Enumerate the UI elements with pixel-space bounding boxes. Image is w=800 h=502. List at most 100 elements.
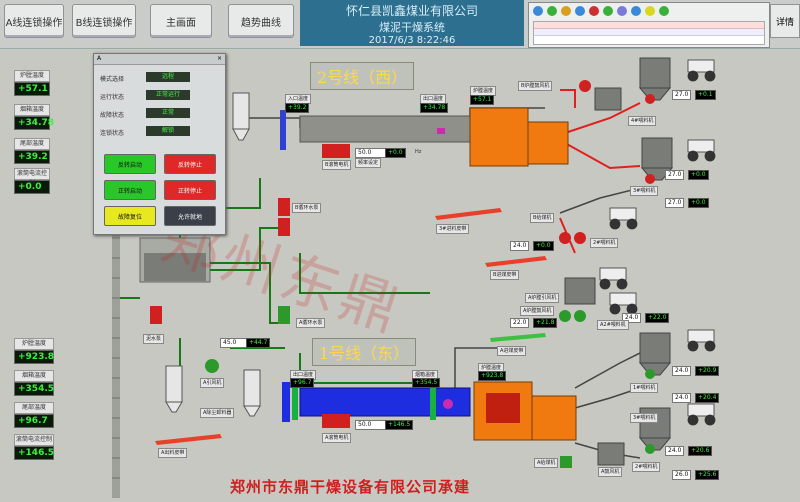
feeder-2-setpoint[interactable]: 27.0 — [665, 170, 685, 180]
feeder-5-value: +21.8 — [533, 318, 558, 328]
panel-value: +0.0 — [14, 180, 50, 194]
company-name: 怀仁县凯鑫煤业有限公司 — [345, 4, 478, 18]
feeder-5-setpoint[interactable]: 22.0 — [510, 318, 530, 328]
settings-icon[interactable] — [617, 6, 627, 16]
feeder-1-value: +0.1 — [695, 90, 716, 100]
panel-label: 烟箱温度 — [14, 104, 50, 116]
a-line-interlock-button[interactable]: A线连锁操作 — [4, 4, 64, 38]
dialog-titlebar[interactable]: A × — [94, 54, 225, 65]
fault-reset-button[interactable]: 故障复位 — [104, 206, 156, 226]
interlock-status: 解锁 — [146, 126, 190, 136]
refresh-icon[interactable] — [603, 6, 613, 16]
system-name: 煤泥干燥系统 — [379, 21, 445, 34]
home-icon[interactable] — [533, 6, 543, 16]
b2-feeder-label: 2#喂料机 — [590, 238, 619, 248]
mud-pump-label: 泥水泵 — [143, 334, 165, 344]
a4-feeder-label: A2#喂料机 — [597, 320, 629, 330]
a-fan-setpoint[interactable]: 45.0 — [220, 338, 248, 348]
top-toolbar: A线连锁操作 B线连锁操作 主画面 趋势曲线 怀仁县凯鑫煤业有限公司 煤泥干燥系… — [0, 0, 800, 49]
user-icon[interactable] — [659, 6, 669, 16]
b-coal-belt-label: B进煤皮带 — [490, 270, 520, 280]
a-out-belt-label: A出料皮带 — [158, 448, 188, 458]
print-icon[interactable] — [631, 6, 641, 16]
left-panel-8: 滚筒电流控制 +146.5 — [14, 434, 54, 460]
feeder-9-value: +20.6 — [688, 446, 713, 456]
forward-start-button[interactable]: 正转启动 — [104, 180, 156, 200]
left-panel-7: 尾部温度 +96.7 — [14, 402, 54, 428]
feeder-9-setpoint[interactable]: 24.0 — [665, 446, 685, 456]
a-cyc-pump-label: A循环水泵 — [296, 318, 326, 328]
a-fan-value: +44.7 — [246, 338, 271, 348]
reverse-stop-button[interactable]: 反转停止 — [164, 154, 216, 174]
a-drum-motor-label: A滚筒电机 — [322, 433, 352, 443]
run-label: 运行状态 — [100, 94, 125, 101]
dialog-title: A — [97, 55, 102, 62]
panel-value: +34.78 — [14, 116, 54, 130]
a-blower-label: A炉膛引风机 — [525, 293, 560, 303]
feeder-7-value: +20.9 — [695, 366, 720, 376]
panel-label: 炉膛温度 — [14, 338, 54, 350]
feeder-4-value: +0.0 — [533, 241, 554, 251]
feeder-2-value: +0.0 — [688, 170, 709, 180]
feeder-7-setpoint[interactable]: 24.0 — [672, 366, 692, 376]
line2-inlet-temp: +39.2 — [285, 103, 310, 113]
system-tool-panel[interactable] — [528, 2, 770, 48]
a-fan-label: A鼓风机 — [598, 467, 623, 477]
feeder-3-setpoint[interactable]: 27.0 — [665, 198, 685, 208]
close-icon[interactable]: × — [216, 55, 222, 62]
trend-curve-button[interactable]: 趋势曲线 — [228, 4, 294, 38]
left-panel-1: 炉膛温度 +57.1 — [14, 70, 50, 96]
a-bag-label: A除尘卸料器 — [200, 408, 235, 418]
forward-stop-button[interactable]: 正转停止 — [164, 180, 216, 200]
interlock-label: 连锁状态 — [100, 130, 125, 137]
warning-icon[interactable] — [561, 6, 571, 16]
main-screen-button[interactable]: 主画面 — [150, 4, 212, 38]
datetime: 2017/6/3 8:22:46 — [368, 35, 456, 46]
b-fan-label: B炉膛鼓风机 — [518, 81, 553, 91]
process-canvas: 郑州东鼎 2号线（西） 1号线（东） 入口温度 +39.2 出口温度 +34.7… — [0, 48, 800, 502]
start-icon[interactable] — [547, 6, 557, 16]
line1-speed-setpoint[interactable]: 50.0 — [355, 420, 387, 430]
panel-label: 尾部温度 — [14, 402, 54, 414]
b3-belt-label: 3#进料皮带 — [436, 224, 470, 234]
device-control-dialog[interactable]: A × 模式选择 远程 运行状态 正常运行 故障状态 正常 连锁状态 解锁 反转… — [93, 53, 226, 235]
b-line-interlock-button[interactable]: B线连锁操作 — [72, 4, 136, 38]
alarm-icon[interactable] — [645, 6, 655, 16]
save-icon[interactable] — [575, 6, 585, 16]
line2-freq-set-label: 频率设定 — [355, 158, 382, 168]
detail-button[interactable]: 详情 — [770, 4, 800, 38]
line2-speed-value: +0.0 — [385, 148, 406, 158]
panel-label: 尾部温度 — [14, 138, 50, 150]
stop-icon[interactable] — [589, 6, 599, 16]
panel-value: +57.1 — [14, 82, 50, 96]
line1-speed-value: +146.5 — [385, 420, 414, 430]
panel-label: 烟箱温度 — [14, 370, 54, 382]
left-panel-6: 烟箱温度 +354.5 — [14, 370, 54, 396]
b3-feeder-label: 3#喂料机 — [630, 186, 659, 196]
reverse-start-button[interactable]: 反转启动 — [104, 154, 156, 174]
flame-window — [486, 393, 520, 423]
allow-local-button[interactable]: 允许就地 — [164, 206, 216, 226]
feeder-6-value: +22.0 — [645, 313, 670, 323]
footer-contractor: 郑州市东鼎干燥设备有限公司承建 — [230, 478, 471, 496]
line2-speed-unit: Hz — [415, 149, 422, 155]
line2-speed-setpoint[interactable]: 50.0 — [355, 148, 387, 158]
b4-feeder-label: 4#喂料机 — [628, 116, 657, 126]
panel-value: +354.5 — [14, 382, 54, 396]
left-panel-2: 烟箱温度 +34.78 — [14, 104, 54, 130]
run-status: 正常运行 — [146, 90, 190, 100]
a-bag-fan-label: A炉膛鼓风机 — [520, 306, 555, 316]
panel-value: +39.2 — [14, 150, 50, 164]
fault-label: 故障状态 — [100, 112, 125, 119]
alarm-list[interactable] — [533, 21, 765, 45]
feeder-6-setpoint[interactable]: 24.0 — [622, 313, 642, 323]
panel-value: +923.8 — [14, 350, 54, 364]
feeder-10-setpoint[interactable]: 26.0 — [672, 470, 692, 480]
feeder-4-setpoint[interactable]: 24.0 — [510, 241, 530, 251]
a-coal-feeder-label: A给煤机 — [534, 458, 559, 468]
feeder-8-setpoint[interactable]: 24.0 — [672, 393, 692, 403]
left-panel-5: 炉膛温度 +923.8 — [14, 338, 54, 364]
panel-label: 滚筒电流控制 — [14, 434, 54, 446]
feeder-1-setpoint[interactable]: 27.0 — [672, 90, 692, 100]
panel-label: 炉膛温度 — [14, 70, 50, 82]
